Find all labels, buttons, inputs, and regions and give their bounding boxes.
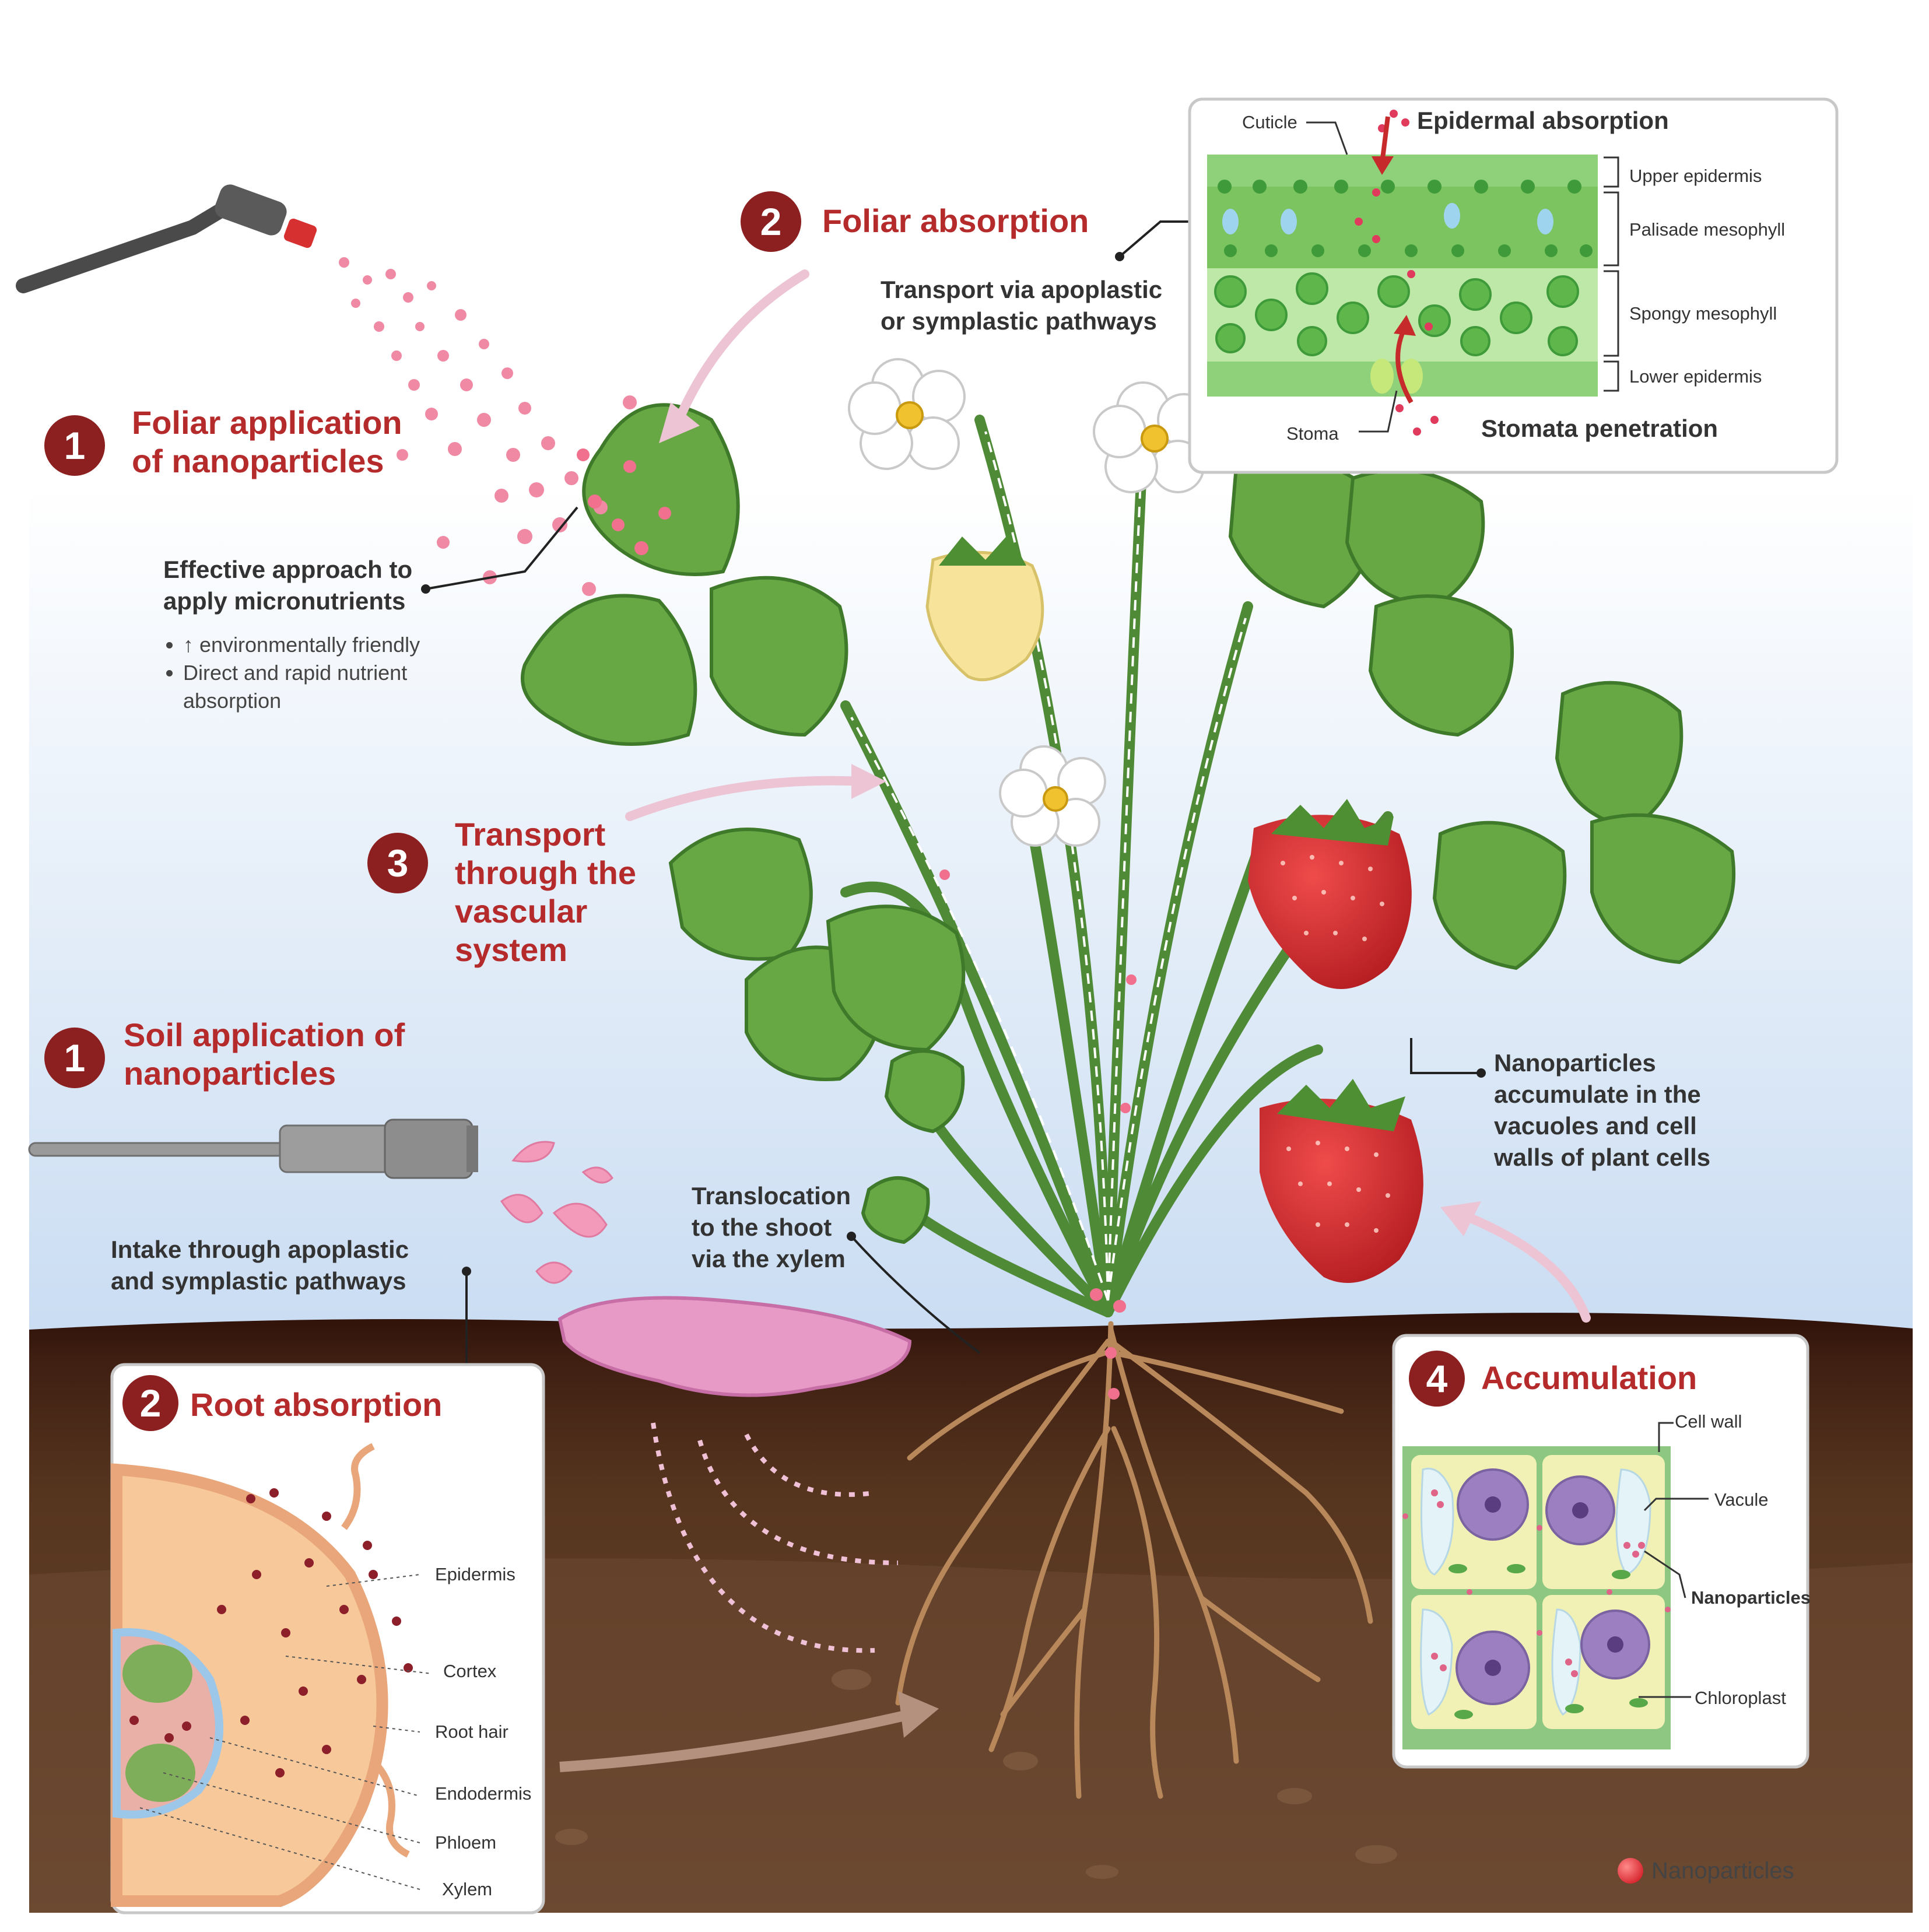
strawberry-leaves (939, 534, 1405, 1131)
strawberry-seeds (1281, 855, 1390, 1233)
step-badge-foliar-absorption: 2 (741, 191, 801, 252)
leader-dots (421, 252, 1486, 1276)
step-badge-transport: 3 (367, 833, 428, 893)
intake-note-line1: Intake through apoplastic (111, 1236, 409, 1263)
transport-pathways-line2: or symplastic pathways (881, 307, 1157, 335)
translocation-line2: to the shoot (692, 1214, 832, 1241)
root-panel-arrowhead (898, 1691, 939, 1738)
transport-title-line3: vascular (455, 893, 588, 930)
step-badge-soil-application: 1 (44, 1028, 105, 1088)
step-badge-accumulation: 4 (1409, 1351, 1465, 1407)
plant-cells (1402, 1422, 1709, 1749)
soil-drops (500, 1141, 613, 1284)
label-phloem: Phloem (435, 1832, 497, 1853)
translocation-line3: via the xylem (692, 1245, 846, 1272)
label-stomata-penetration: Stomata penetration (1481, 415, 1718, 442)
transport-pathways-note: Transport via apoplastic or symplastic p… (881, 274, 1162, 337)
nanoparticle-puddle (557, 1296, 912, 1397)
accumulate-note: Nanoparticles accumulate in the vacuoles… (1494, 1047, 1710, 1173)
soil-application-title: Soil application of nanoparticles (124, 1016, 405, 1093)
legend-nanoparticle-dot (1618, 1858, 1643, 1884)
flow-arrowheads (659, 402, 1481, 1236)
translocation-note: Translocation to the shoot via the xylem (692, 1180, 851, 1275)
leaf-cross-section (1207, 110, 1619, 436)
benefit-item: Direct and rapid nutrient absorption (183, 659, 484, 715)
xylem-flow-arrows (850, 431, 1247, 1301)
label-cell-wall: Cell wall (1675, 1411, 1742, 1432)
soil-applicator (28, 1118, 478, 1179)
benefit-item: ↑ environmentally friendly (183, 631, 484, 659)
foliar-absorption-title: Foliar absorption (822, 202, 1089, 239)
soil-application-title-line2: nanoparticles (124, 1055, 336, 1092)
label-root-hair: Root hair (435, 1721, 508, 1742)
accumulate-line3: vacuoles and cell (1494, 1112, 1697, 1139)
micronutrients-note-line2: apply micronutrients (163, 587, 406, 615)
transport-title-line1: Transport (455, 816, 606, 853)
step-badge-root-absorption: 2 (122, 1375, 178, 1431)
root-panel-arrow (559, 1709, 911, 1772)
label-cortex: Cortex (443, 1661, 497, 1681)
spray-droplets (339, 257, 637, 596)
root-absorption-title: Root absorption (190, 1386, 443, 1423)
intake-note: Intake through apoplastic and symplastic… (111, 1234, 409, 1297)
accumulate-line4: walls of plant cells (1494, 1144, 1711, 1171)
label-endodermis: Endodermis (435, 1783, 532, 1804)
foliar-application-title-line1: Foliar application (132, 404, 402, 441)
label-epidermis: Epidermis (435, 1564, 515, 1584)
soil-application-title-line1: Soil application of (124, 1016, 405, 1053)
strawberry-top-right (1248, 815, 1412, 989)
transport-title-line4: system (455, 931, 568, 968)
label-cuticle: Cuticle (1242, 112, 1297, 132)
transport-title-line2: through the (455, 854, 637, 891)
label-chloroplast: Chloroplast (1695, 1688, 1786, 1708)
label-epidermal-absorption: Epidermal absorption (1417, 107, 1669, 134)
roots (895, 1321, 1373, 1799)
micronutrients-note: Effective approach to apply micronutrien… (163, 554, 412, 617)
legend-nanoparticles-label: Nanoparticles (1651, 1858, 1794, 1884)
strawberry-bottom-right (1260, 1099, 1423, 1283)
accumulation-title: Accumulation (1481, 1359, 1697, 1396)
label-nanoparticles-cell: Nanoparticles (1691, 1587, 1811, 1608)
benefits-list: ↑ environmentally friendly Direct and ra… (157, 631, 484, 715)
accumulate-line2: accumulate in the (1494, 1081, 1701, 1108)
foliar-application-title-line2: of nanoparticles (132, 443, 384, 479)
accumulate-line1: Nanoparticles (1494, 1049, 1656, 1077)
label-palisade: Palisade mesophyll (1629, 219, 1786, 240)
flow-arrows (625, 269, 1591, 1323)
transport-pathways-line1: Transport via apoplastic (881, 276, 1163, 303)
root-cross-section (111, 1443, 432, 1907)
soil-uptake-arrows (651, 1422, 899, 1653)
label-upper-epidermis: Upper epidermis (1629, 166, 1762, 186)
label-lower-epidermis: Lower epidermis (1629, 366, 1762, 387)
label-xylem: Xylem (442, 1879, 493, 1899)
spray-nozzle (16, 184, 317, 293)
micronutrients-note-line1: Effective approach to (163, 556, 413, 583)
label-spongy: Spongy mesophyll (1629, 303, 1777, 324)
label-vacuole: Vacule (1714, 1489, 1769, 1510)
transport-title: Transport through the vascular system (455, 815, 636, 969)
translocation-line1: Translocation (692, 1182, 851, 1209)
soil-pebbles (555, 1669, 1397, 1879)
intake-note-line2: and symplastic pathways (111, 1267, 406, 1295)
step-badge-foliar-application: 1 (44, 415, 105, 476)
foliar-application-title: Foliar application of nanoparticles (132, 404, 402, 481)
label-stoma: Stoma (1286, 423, 1339, 444)
nanoparticles-on-plant (577, 448, 1137, 1400)
